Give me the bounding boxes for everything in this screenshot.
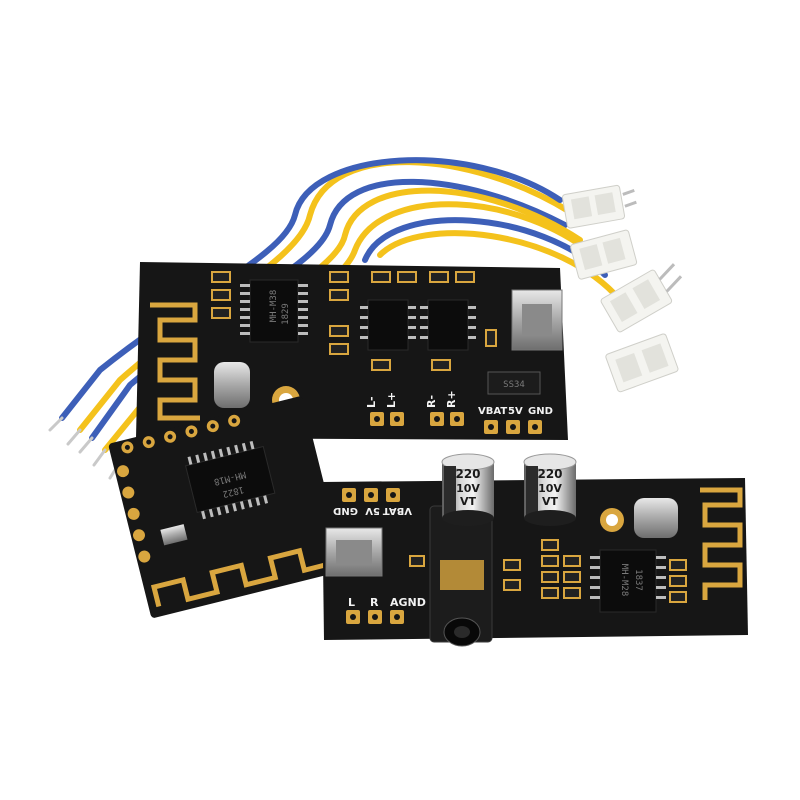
pin-label-vbat: VBAT [478, 406, 507, 417]
pin-label-5v: 5V [365, 505, 380, 516]
chip-label: MH-M38 [269, 290, 279, 323]
pin-header-power [342, 488, 404, 624]
capacitor-2: 220 10V VT [523, 453, 577, 526]
diode-label: SS34 [503, 380, 525, 390]
chip-label: 1837 [633, 569, 643, 591]
jst-connector [570, 229, 638, 280]
pin-label-5v: 5V [508, 406, 523, 417]
chip-bottom [599, 549, 657, 613]
pin-label-l: L [348, 596, 355, 609]
chip-small [184, 445, 276, 514]
pin-label-agnd: AGND [390, 596, 426, 609]
smd-components [211, 271, 497, 371]
pin-label-r-plus: R+ [445, 390, 458, 408]
chip-label: MH-M28 [619, 564, 629, 597]
amp-chip-right [427, 299, 469, 351]
cap-value: 220 [537, 467, 562, 481]
board-small: MH-M18 1822 [108, 396, 345, 618]
smd-components [409, 539, 687, 603]
chip-pins [240, 284, 308, 335]
cap-value: 220 [455, 467, 480, 481]
antenna-trace [150, 302, 200, 421]
antenna-trace-small [150, 533, 337, 608]
cap-series: VT [460, 495, 477, 508]
pin-label-gnd: GND [528, 406, 553, 417]
cap-voltage: 10V [456, 482, 480, 495]
jst-connectors [561, 184, 683, 393]
pin-label-r: R [370, 596, 379, 609]
capacitor-1: 220 10V VT [441, 453, 495, 526]
crystal-bottom [634, 498, 678, 538]
wire-tip [66, 428, 82, 446]
jst-connector [561, 184, 637, 229]
board-top: MH-M38 1829 SS34 [136, 262, 568, 440]
crystal [214, 362, 250, 408]
pin-label-r-minus: R- [425, 395, 438, 408]
crystal-small [160, 524, 188, 546]
pin-label-vbat: VBAT [383, 505, 412, 516]
jst-connector [605, 333, 679, 393]
chip-bt [249, 279, 299, 343]
pin-label-gnd: GND [333, 505, 358, 516]
antenna-trace-bottom [700, 487, 743, 600]
diode [487, 371, 541, 395]
wire-tip [78, 436, 94, 454]
wire-tip [92, 448, 107, 467]
castellated-pads [117, 414, 241, 563]
chip-label: 1829 [281, 303, 291, 325]
pin-label-l-minus: L- [365, 396, 378, 408]
wire-tip [48, 416, 64, 432]
cap-series: VT [542, 495, 559, 508]
cap-voltage: 10V [538, 482, 562, 495]
jst-connector [600, 263, 683, 333]
pin-label-l-plus: L+ [385, 392, 398, 408]
board-bottom: MH-M28 1837 220 10V VT [322, 453, 748, 647]
amp-chip-left [367, 299, 409, 351]
